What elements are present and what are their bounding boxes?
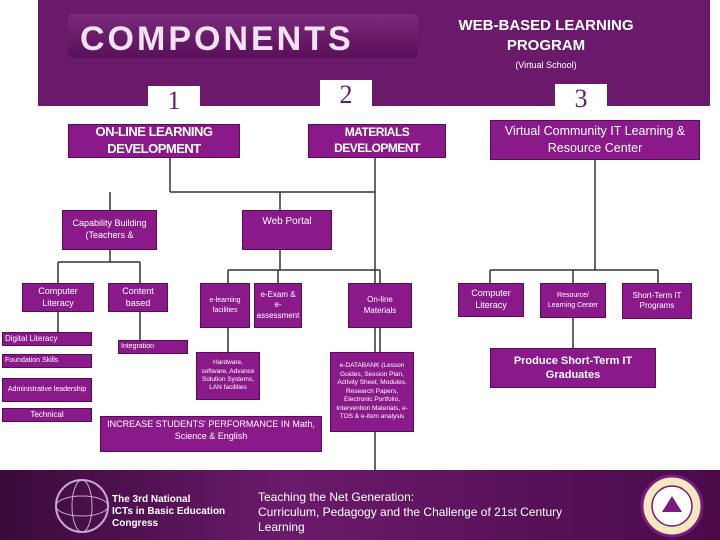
congress-line-2: ICTs in Basic Education bbox=[112, 506, 226, 517]
computer-literacy-box-2: Computer Literacy bbox=[458, 283, 524, 317]
congress-globe-icon bbox=[55, 479, 109, 533]
number-1: 1 bbox=[148, 86, 200, 116]
foundation-skills-box: Foundation Skills bbox=[2, 354, 92, 368]
content-based-box: Content based bbox=[108, 283, 168, 312]
resource-learning-center-box: Resource/ Learning Center bbox=[540, 283, 606, 318]
materials-development-title: MATERIALS DEVELOPMENT bbox=[308, 124, 446, 158]
school-seal-icon bbox=[640, 474, 704, 538]
components-title: COMPONENTS bbox=[80, 20, 354, 58]
produce-graduates-box: Produce Short-Term IT Graduates bbox=[490, 348, 656, 388]
capability-building-box: Capability Building (Teachers & bbox=[62, 210, 157, 250]
congress-line-1: The 3rd National bbox=[112, 494, 191, 505]
computer-literacy-box-1: Computer Literacy bbox=[22, 283, 94, 312]
number-2: 2 bbox=[320, 80, 372, 110]
teaching-line-3: Learning bbox=[258, 520, 305, 534]
digital-literacy-box: Digital Literacy bbox=[2, 332, 92, 346]
hardware-software-box: Hardware, software, Advance Solution Sys… bbox=[196, 352, 260, 400]
integration-box: Integration bbox=[118, 340, 188, 354]
short-term-it-programs-box: Short-Term IT Programs bbox=[622, 283, 692, 319]
administrative-leadership-box: Administrative leadership bbox=[2, 378, 92, 402]
teaching-line-2: Curriculum, Pedagogy and the Challenge o… bbox=[258, 505, 563, 519]
online-materials-box: On-line Materials bbox=[348, 283, 412, 328]
number-3: 3 bbox=[555, 84, 607, 114]
eexam-box: e-Exam & e-assessment bbox=[254, 283, 302, 328]
increase-performance-box: INCREASE STUDENTS' PERFORMANCE IN Math, … bbox=[100, 416, 322, 452]
congress-line-3: Congress bbox=[112, 518, 159, 529]
footer-banner bbox=[0, 470, 720, 540]
components-panel bbox=[68, 14, 418, 58]
technical-box: Technical bbox=[2, 408, 92, 422]
online-learning-development-title: ON-LINE LEARNING DEVELOPMENT bbox=[68, 124, 240, 158]
web-portal-box: Web Portal bbox=[242, 210, 332, 250]
teaching-line-1: Teaching the Net Generation: bbox=[258, 490, 415, 504]
elearning-facilities-box: e-learning facilities bbox=[200, 283, 250, 328]
virtual-community-title: Virtual Community IT Learning & Resource… bbox=[490, 120, 700, 160]
edatabank-box: e-DATABANK (Lesson Guides, Session Plan,… bbox=[330, 352, 414, 432]
virtual-school-label: (Virtual School) bbox=[515, 60, 577, 70]
wblp-title: WEB-BASED LEARNING PROGRAM bbox=[458, 17, 634, 54]
